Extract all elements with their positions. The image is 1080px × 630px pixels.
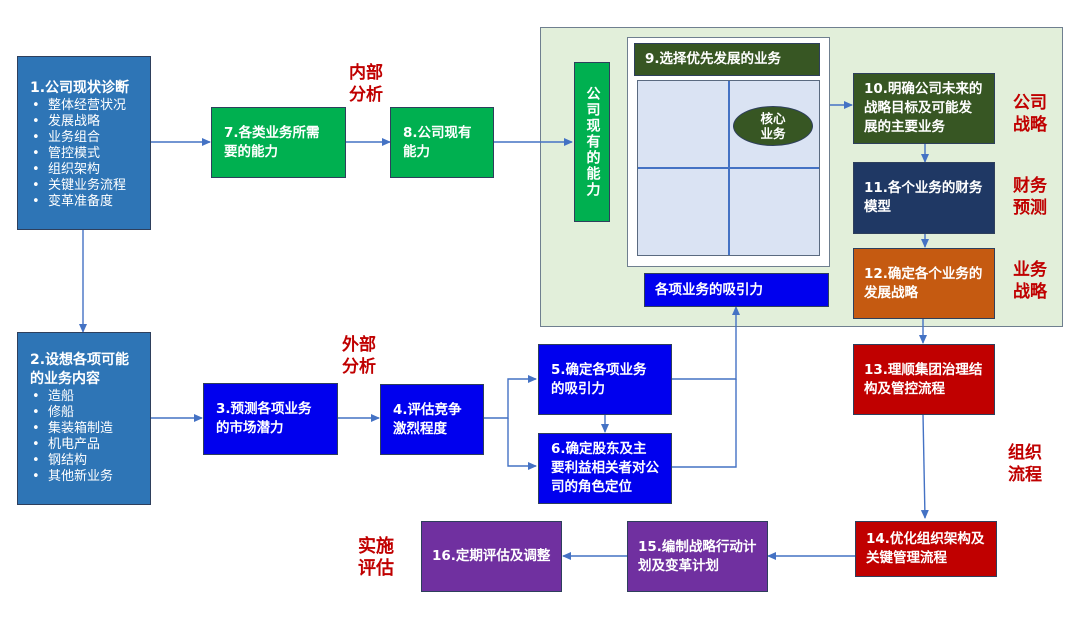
step-7-required-capabilities[interactable]: 7.各类业务所需要的能力 [211,107,346,178]
step-4-competition-intensity[interactable]: 4.评估竞争激烈程度 [380,384,484,455]
step-9-title-bar: 9.选择优先发展的业务 [634,43,820,76]
step-5-title: 5.确定各项业务的吸引力 [551,361,647,397]
step-7-title: 7.各类业务所需要的能力 [224,124,320,160]
step-10-strategic-goals[interactable]: 10.明确公司未来的战略目标及可能发展的主要业务 [853,73,995,144]
label-internal-analysis: 内部 分析 [349,63,383,105]
step-1-items: 整体经营状况 发展战略 业务组合 管控模式 组织架构 关键业务流程 变革准备度 [30,98,138,210]
list-item: 发展战略 [30,114,138,130]
list-item: 关键业务流程 [30,178,138,194]
list-item: 组织架构 [30,162,138,178]
step-12-business-strategy[interactable]: 12.确定各个业务的发展战略 [853,248,995,319]
list-item: 管控模式 [30,146,138,162]
step-15-action-plan[interactable]: 15.编制战略行动计划及变革计划 [627,521,768,592]
label-corporate-strategy: 公司 战略 [1013,93,1047,135]
arrow-6-attract [672,379,737,468]
step-12-title: 12.确定各个业务的发展战略 [864,265,983,301]
step-1-title: 1.公司现状诊断 [30,80,130,96]
step-10-title: 10.明确公司未来的战略目标及可能发展的主要业务 [864,81,983,135]
list-item: 业务组合 [30,130,138,146]
arrow-13-14 [920,413,929,519]
step-4-title: 4.评估竞争激烈程度 [393,401,462,437]
step-13-governance[interactable]: 13.理顺集团治理结构及管控流程 [853,344,995,415]
matrix-x-axis-attractiveness: 各项业务的吸引力 [644,273,829,307]
step-6-stakeholder-roles[interactable]: 6.确定股东及主要利益相关者对公司的角色定位 [538,433,672,504]
step-16-title: 16.定期评估及调整 [432,548,551,564]
list-item: 修船 [30,405,138,421]
step-14-org-structure[interactable]: 14.优化组织架构及关键管理流程 [855,521,997,577]
core-business-ellipse[interactable]: 核心 业务 [733,106,813,146]
step-11-financial-model[interactable]: 11.各个业务的财务模型 [853,162,995,234]
list-item: 变革准备度 [30,194,138,210]
step-1-company-diagnosis[interactable]: 1.公司现状诊断 整体经营状况 发展战略 业务组合 管控模式 组织架构 关键业务… [17,56,151,230]
step-15-title: 15.编制战略行动计划及变革计划 [638,538,757,574]
list-item: 其他新业务 [30,469,138,485]
label-external-analysis: 外部 分析 [342,335,376,377]
list-item: 钢结构 [30,453,138,469]
matrix-x-axis-label: 各项业务的吸引力 [655,281,763,298]
step-5-business-attractiveness[interactable]: 5.确定各项业务的吸引力 [538,344,672,415]
label-organization-process: 组织 流程 [1008,443,1042,485]
step-2-possible-business[interactable]: 2.设想各项可能的业务内容 造船 修船 集装箱制造 机电产品 钢结构 其他新业务 [17,332,151,505]
step-6-title: 6.确定股东及主要利益相关者对公司的角色定位 [551,441,659,495]
matrix-y-axis-capability: 公司现有的能力 [574,62,610,222]
list-item: 整体经营状况 [30,98,138,114]
arrow-5-attract [672,306,740,380]
label-business-strategy: 业务 战略 [1013,260,1047,302]
step-3-title: 3.预测各项业务的市场潜力 [216,401,312,436]
matrix-y-axis-label: 公司现有的能力 [584,86,601,198]
arrow-4-6 [507,418,537,470]
step-8-existing-capabilities[interactable]: 8.公司现有能力 [390,107,494,178]
label-implementation-review: 实施 评估 [358,536,394,579]
step-13-title: 13.理顺集团治理结构及管控流程 [864,361,983,397]
matrix-hline [638,167,819,169]
step-2-items: 造船 修船 集装箱制造 机电产品 钢结构 其他新业务 [30,389,138,485]
list-item: 集装箱制造 [30,421,138,437]
core-business-label: 核心 业务 [760,111,786,141]
step-16-periodic-review[interactable]: 16.定期评估及调整 [421,521,562,592]
list-item: 机电产品 [30,437,138,453]
priority-matrix-grid [637,80,820,256]
step-8-title: 8.公司现有能力 [403,124,472,160]
step-3-market-potential[interactable]: 3.预测各项业务的市场潜力 [203,383,338,455]
list-item: 造船 [30,389,138,405]
label-financial-forecast: 财务 预测 [1013,176,1047,218]
step-9-title: 9.选择优先发展的业务 [645,51,782,67]
step-14-title: 14.优化组织架构及关键管理流程 [866,531,985,566]
arrow-4-5 [484,375,537,419]
step-11-title: 11.各个业务的财务模型 [864,180,983,215]
step-2-title: 2.设想各项可能的业务内容 [30,352,130,387]
